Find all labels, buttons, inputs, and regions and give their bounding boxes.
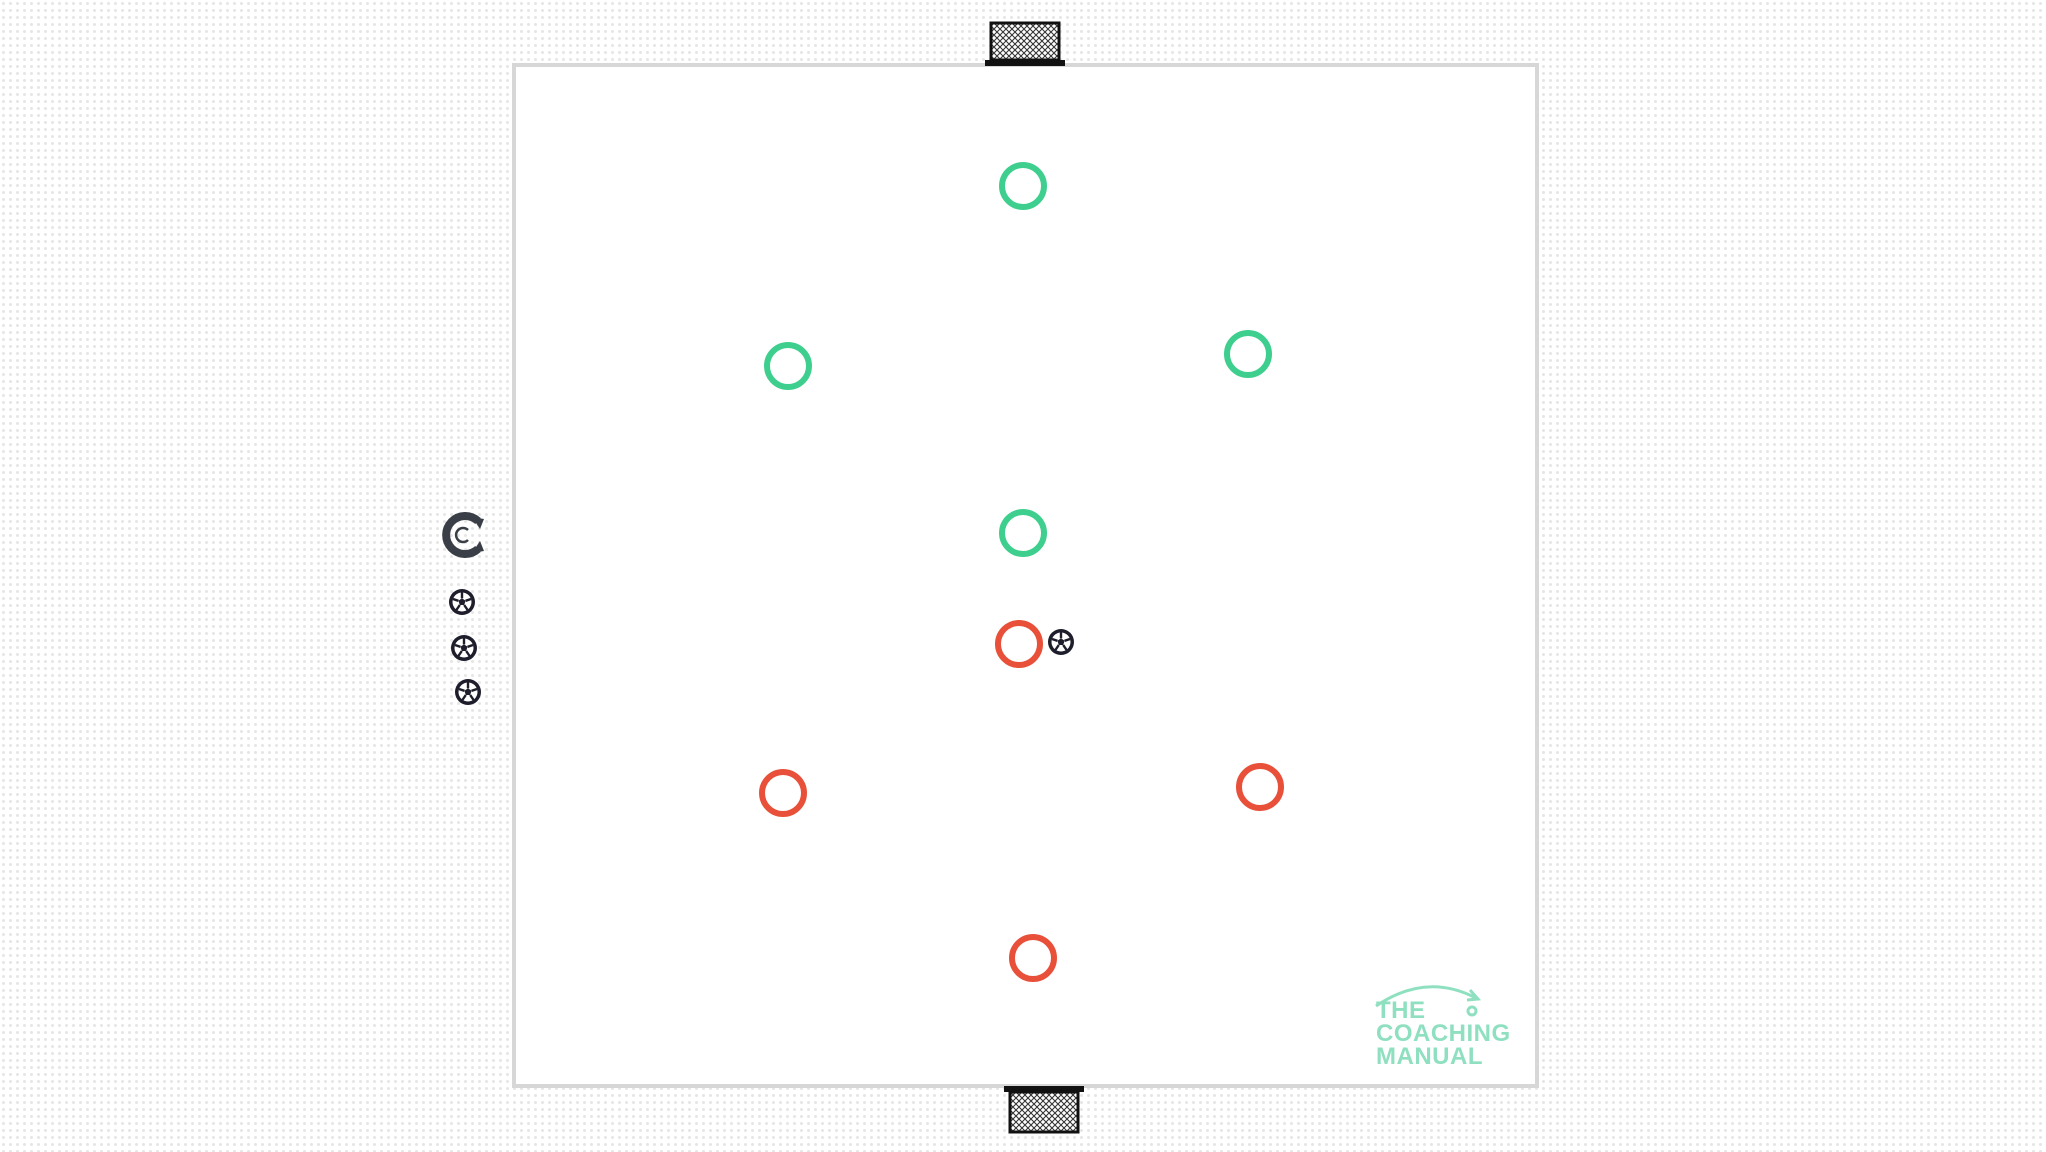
red-player-marker xyxy=(1009,934,1057,982)
red-player-marker xyxy=(995,620,1043,668)
goal-bottom-icon xyxy=(1004,1086,1084,1136)
green-player-marker xyxy=(999,509,1047,557)
logo-line-2: COACHING xyxy=(1376,1020,1511,1047)
ball-icon xyxy=(448,632,480,664)
ball-icon xyxy=(452,676,484,708)
red-player-marker xyxy=(759,769,807,817)
ball-icon xyxy=(1045,626,1077,658)
goal-top-icon xyxy=(985,20,1065,68)
green-player-marker xyxy=(764,342,812,390)
coaching-manual-logo: THE COACHING MANUAL xyxy=(1368,978,1518,1070)
logo-line-1: THE xyxy=(1376,997,1426,1024)
coach-icon xyxy=(436,507,492,563)
red-player-marker xyxy=(1236,763,1284,811)
pitch xyxy=(512,63,1539,1088)
logo-line-3: MANUAL xyxy=(1376,1043,1483,1070)
ball-icon xyxy=(446,586,478,618)
green-player-marker xyxy=(1224,330,1272,378)
green-player-marker xyxy=(999,162,1047,210)
